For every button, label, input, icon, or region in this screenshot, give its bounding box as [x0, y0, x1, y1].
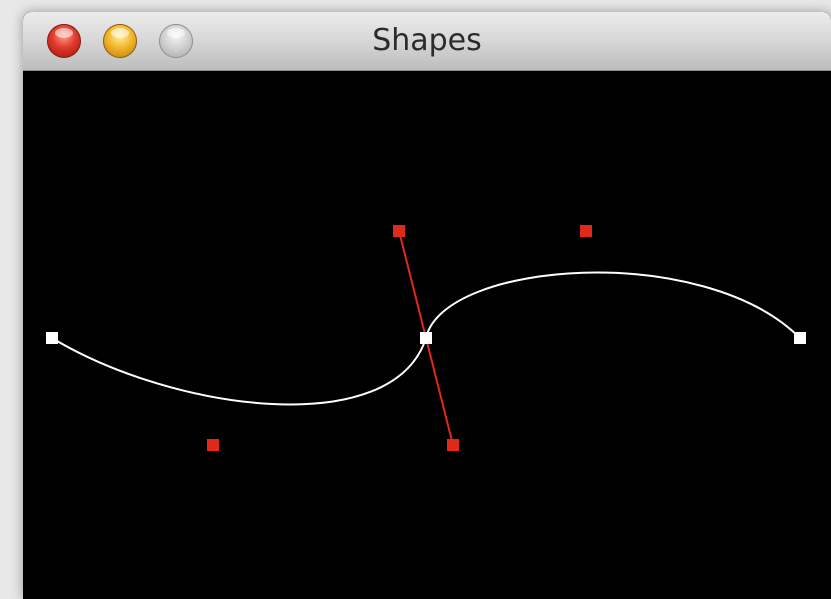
- close-button[interactable]: [47, 24, 81, 58]
- control-handle-4[interactable]: [580, 225, 592, 237]
- window-titlebar[interactable]: Shapes: [23, 12, 831, 71]
- anchor-point-middle[interactable]: [420, 332, 432, 344]
- bezier-drawing: [46, 225, 806, 451]
- zoom-button[interactable]: [159, 24, 193, 58]
- minimize-button[interactable]: [103, 24, 137, 58]
- drawing-canvas[interactable]: [23, 71, 831, 599]
- control-handle-3[interactable]: [447, 439, 459, 451]
- control-handle-1[interactable]: [207, 439, 219, 451]
- window-title: Shapes: [372, 23, 482, 58]
- control-handle-2[interactable]: [393, 225, 405, 237]
- anchor-point-start[interactable]: [46, 332, 58, 344]
- shapes-window: Shapes: [23, 12, 831, 599]
- anchor-point-end[interactable]: [794, 332, 806, 344]
